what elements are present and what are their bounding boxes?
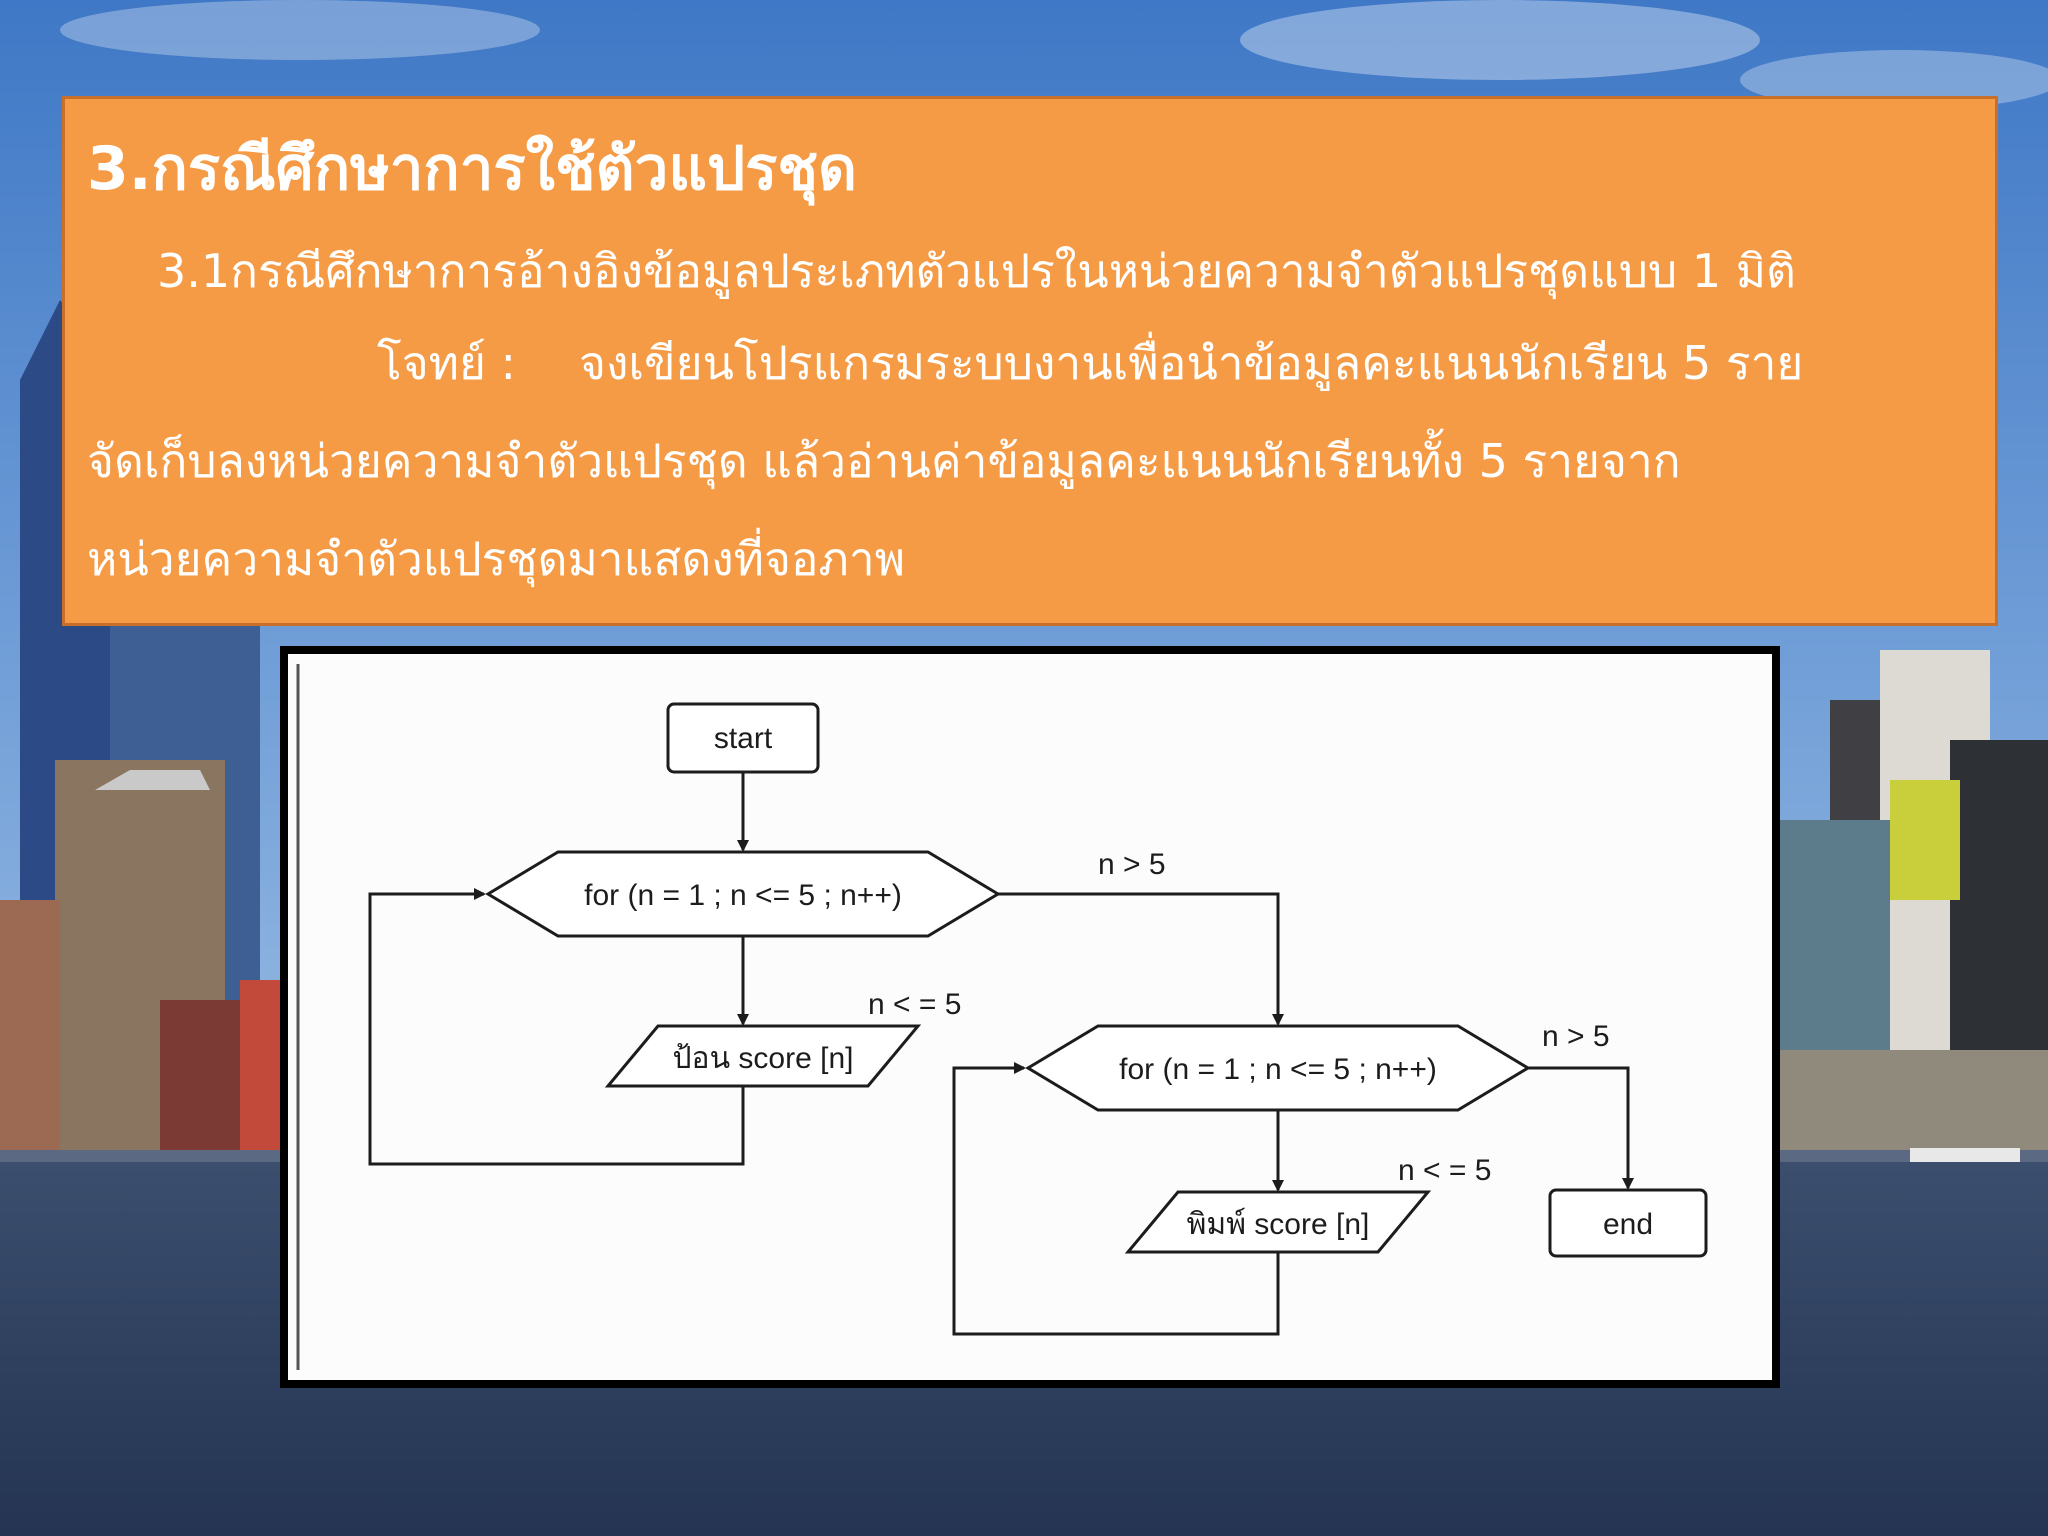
end-label: end: [1603, 1208, 1653, 1241]
text-panel: 3.กรณีศึกษาการใช้ตัวแปรชุด 3.1กรณีศึกษาก…: [62, 96, 1998, 626]
problem-label: โจทย์ :: [377, 336, 517, 390]
loop1-exit-label: n > 5: [1098, 848, 1166, 881]
loop1-label: for (n = 1 ; n <= 5 ; n++): [584, 879, 902, 912]
print-parallelogram: [1124, 1190, 1432, 1254]
loop2-label: for (n = 1 ; n <= 5 ; n++): [1119, 1053, 1437, 1086]
flowchart-frame: start for (n = 1 ; n <= 5 ; n++) n < = 5…: [280, 646, 1780, 1388]
print-label: พิมพ์ score [n]: [1187, 1207, 1370, 1241]
slide-title: 3.กรณีศึกษาการใช้ตัวแปรชุด: [87, 134, 858, 204]
problem-line-1: จงเขียนโปรแกรมระบบงานเพื่อนำข้อมูลคะแนนน…: [579, 336, 1804, 390]
start-label: start: [714, 722, 773, 755]
input-parallelogram: [604, 1024, 922, 1088]
flowchart-diagram: start for (n = 1 ; n <= 5 ; n++) n < = 5…: [288, 654, 1772, 1380]
problem-line-3: หน่วยความจำตัวแปรชุดมาแสดงที่จอภาพ: [87, 532, 906, 586]
loop1-body-label: n < = 5: [868, 988, 961, 1021]
problem-line-2: จัดเก็บลงหน่วยความจำตัวแปรชุด แล้วอ่านค่…: [87, 434, 1681, 488]
loop2-body-label: n < = 5: [1398, 1154, 1491, 1187]
slide-subtitle: 3.1กรณีศึกษาการอ้างอิงข้อมูลประเภทตัวแปร…: [157, 244, 1796, 298]
end-terminal: [1548, 1188, 1708, 1258]
loop2-exit-label: n > 5: [1542, 1020, 1610, 1053]
input-label: ป้อน score [n]: [673, 1042, 854, 1075]
